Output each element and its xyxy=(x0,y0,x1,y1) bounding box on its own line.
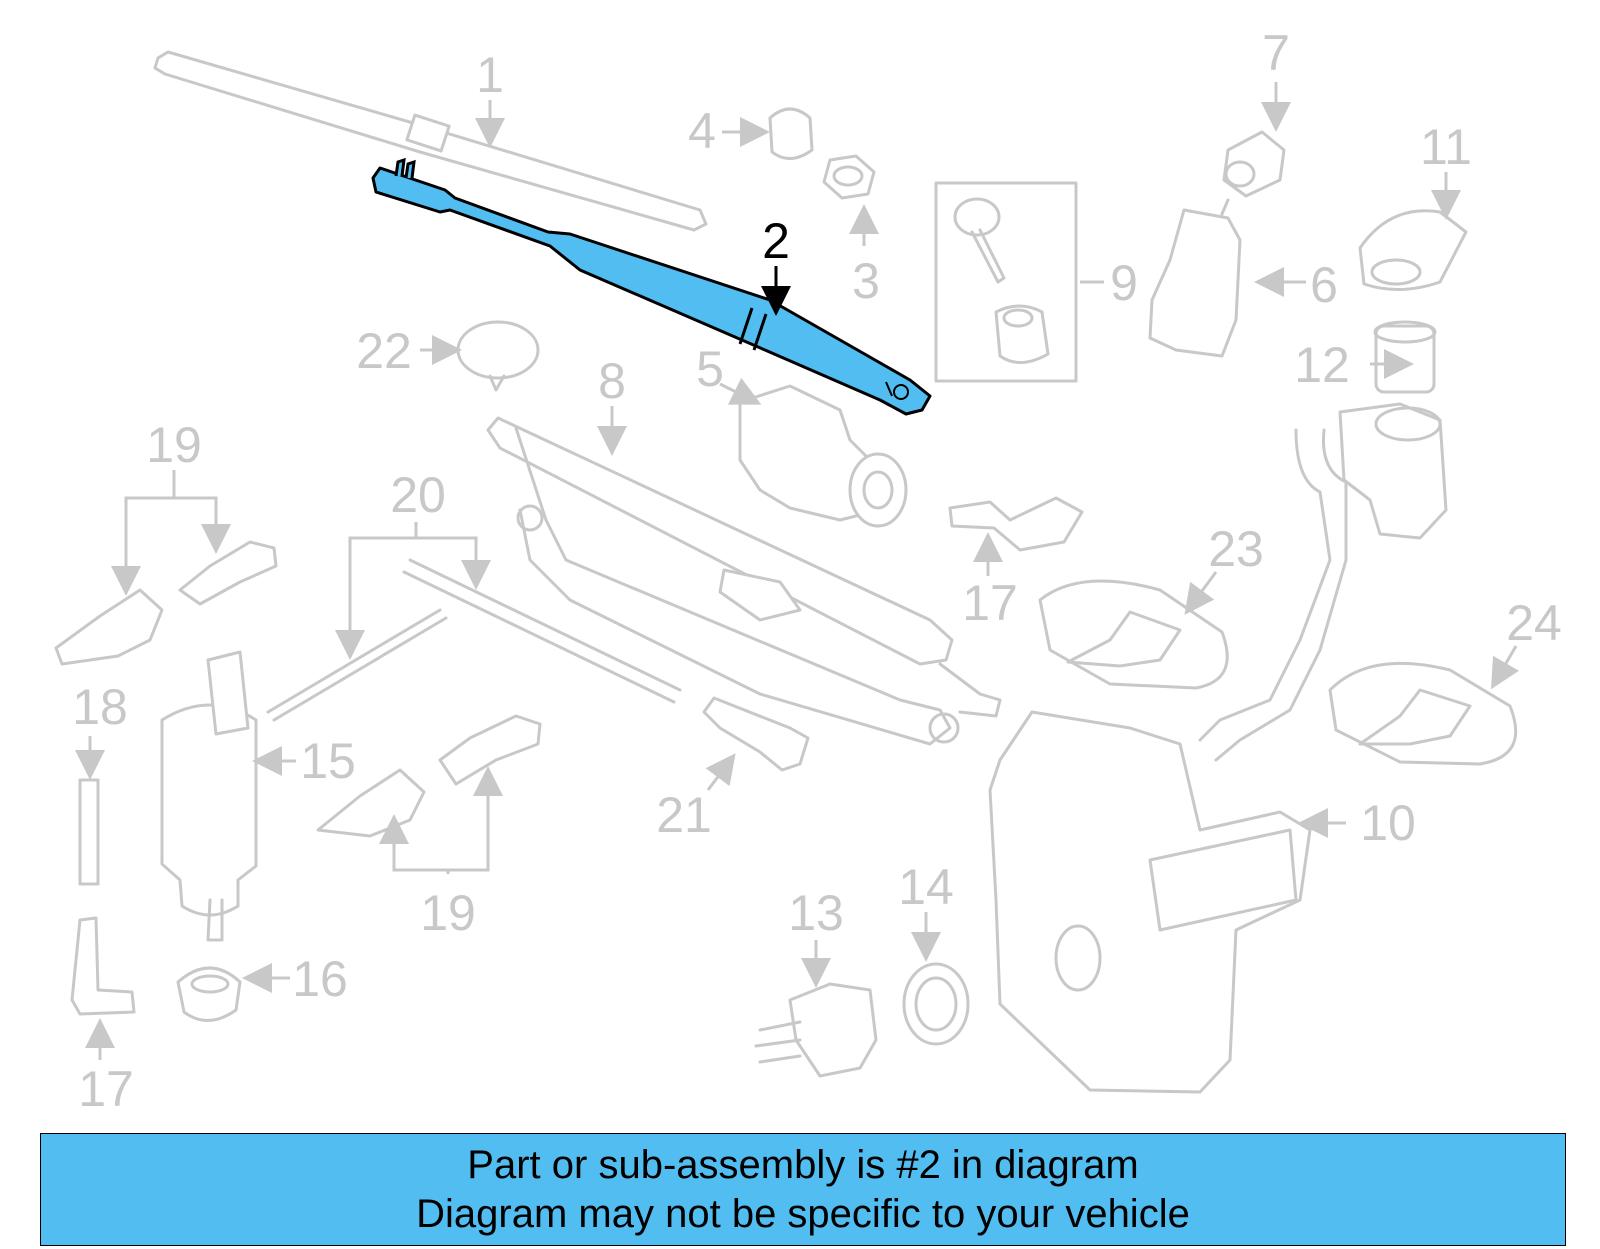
callout-20: 20 xyxy=(390,467,446,523)
part-22-cap[interactable] xyxy=(456,320,540,392)
callout-10: 10 xyxy=(1360,795,1416,851)
part-9-kit[interactable] xyxy=(934,181,1078,383)
callout-5: 5 xyxy=(696,341,724,397)
callout-18: 18 xyxy=(72,679,128,735)
part-1-wiper-blade[interactable] xyxy=(153,50,708,232)
part-6-bracket[interactable] xyxy=(1148,198,1242,358)
callout-12: 12 xyxy=(1294,337,1350,393)
part-4-cap[interactable] xyxy=(768,107,814,160)
callout-labels: 1 2 3 4 5 6 7 8 9 10 11 12 13 14 15 16 1… xyxy=(72,25,1562,1117)
part-16-grommet[interactable] xyxy=(176,966,242,1022)
callout-7: 7 xyxy=(1262,25,1290,81)
callout-19-bottom: 19 xyxy=(420,885,476,941)
part-15-pump[interactable] xyxy=(160,650,258,942)
callout-24: 24 xyxy=(1506,595,1562,651)
leader-lines xyxy=(75,82,1520,1060)
part-17-connector-left[interactable] xyxy=(70,916,136,1016)
part-13-connector[interactable] xyxy=(754,982,878,1078)
callout-9: 9 xyxy=(1110,255,1138,311)
callout-4: 4 xyxy=(688,103,716,159)
callout-8: 8 xyxy=(598,353,626,409)
part-8-linkage[interactable] xyxy=(486,416,1002,746)
part-17-connector-right[interactable] xyxy=(948,496,1084,552)
part-2-wiper-arm[interactable] xyxy=(371,157,932,416)
part-14-grommet[interactable] xyxy=(902,962,970,1046)
part-12-cap[interactable] xyxy=(1373,320,1437,394)
callout-19-top: 19 xyxy=(146,417,202,473)
callout-1: 1 xyxy=(476,47,504,103)
callout-3: 3 xyxy=(852,253,880,309)
callout-2: 2 xyxy=(762,213,790,269)
callout-6: 6 xyxy=(1310,257,1338,313)
callout-17-right: 17 xyxy=(962,575,1018,631)
part-24-jet[interactable] xyxy=(1328,661,1518,766)
part-10-reservoir[interactable] xyxy=(988,402,1448,1094)
part-21-y-connector[interactable] xyxy=(702,696,810,772)
callout-13: 13 xyxy=(788,885,844,941)
banner-line-1: Part or sub-assembly is #2 in diagram xyxy=(467,1142,1139,1187)
callout-22: 22 xyxy=(356,323,412,379)
callout-14: 14 xyxy=(898,859,954,915)
callout-23: 23 xyxy=(1208,521,1264,577)
callout-21: 21 xyxy=(656,787,712,843)
part-23-jet[interactable] xyxy=(1038,579,1229,690)
part-3-nut[interactable] xyxy=(822,154,876,200)
part-5-wiper-motor[interactable] xyxy=(738,384,908,528)
part-19-nozzles-top[interactable] xyxy=(54,540,278,666)
callout-17-left: 17 xyxy=(78,1061,134,1117)
banner-line-2: Diagram may not be specific to your vehi… xyxy=(416,1191,1190,1236)
callout-11: 11 xyxy=(1420,119,1472,175)
callout-16: 16 xyxy=(292,951,348,1007)
part-20-rods[interactable] xyxy=(266,558,682,722)
part-11-cover[interactable] xyxy=(1358,209,1468,292)
callout-15: 15 xyxy=(300,733,356,789)
part-7-grommet[interactable] xyxy=(1222,130,1286,198)
info-banner: Part or sub-assembly is #2 in diagram Di… xyxy=(40,1133,1566,1246)
part-18-hose[interactable] xyxy=(78,778,100,886)
